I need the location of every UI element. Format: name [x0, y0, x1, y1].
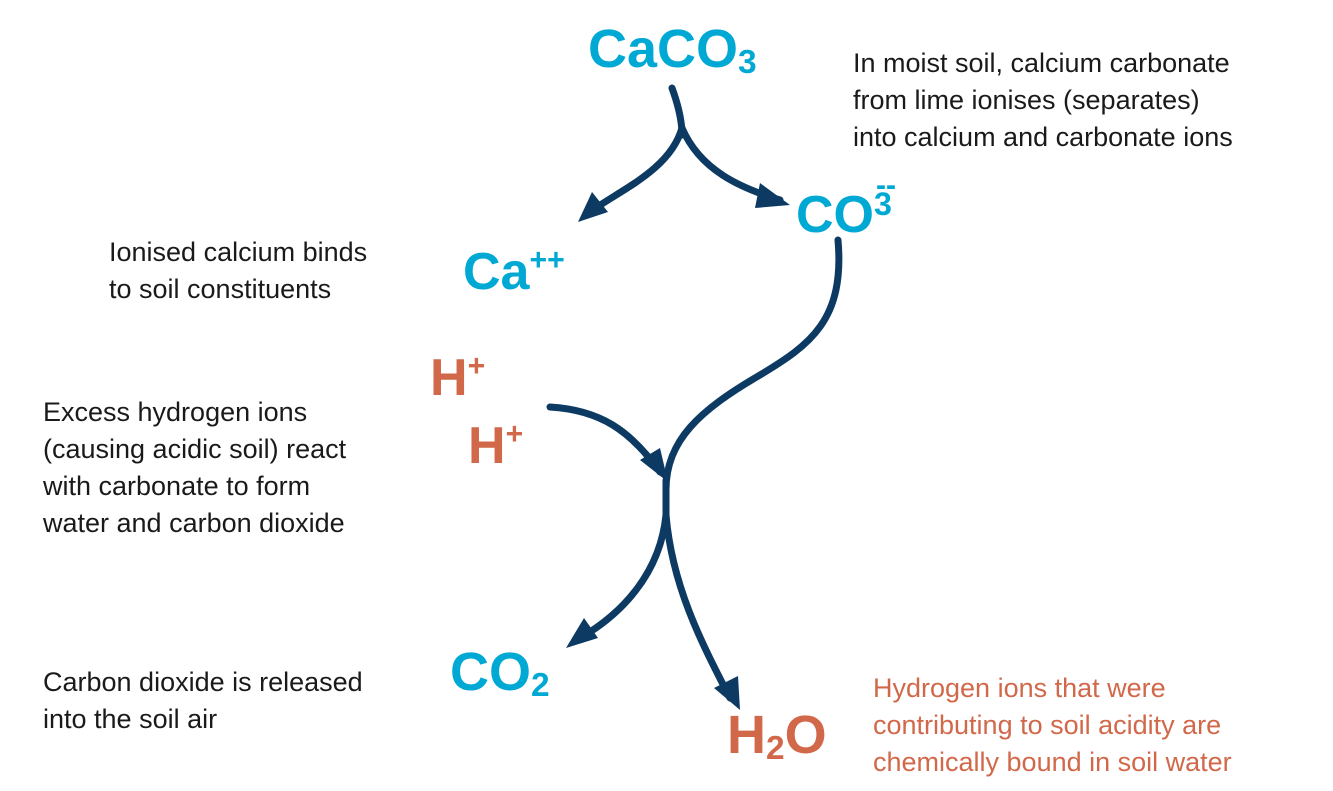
co3-ion-formula: CO--3	[796, 168, 897, 244]
note-ionisation: In moist soil, calcium carbonate from li…	[853, 48, 1233, 152]
arrow-to-ca	[586, 124, 686, 216]
hydrogen-ion-2: H+	[468, 417, 524, 475]
arrowhead-co2	[566, 618, 598, 648]
arrowhead-ca	[578, 192, 608, 222]
arrow-to-co2	[576, 511, 670, 642]
note-co2-release: Carbon dioxide is released into the soil…	[43, 667, 363, 734]
calcium-ion-formula: Ca++	[463, 243, 565, 301]
caco3-formula: CaCO3	[588, 19, 757, 82]
co2-formula: CO2	[450, 642, 550, 705]
co3-to-junction-curve	[662, 236, 843, 494]
hydrogen-ion-1: H+	[430, 349, 486, 407]
arrow-to-h2o	[662, 511, 734, 702]
note-water-binding: Hydrogen ions that were contributing to …	[873, 673, 1232, 777]
arrowhead-hydrogen	[640, 448, 668, 482]
note-hydrogen-reaction: Excess hydrogen ions (causing acidic soi…	[43, 397, 347, 538]
water-formula: H2O	[727, 705, 827, 768]
arrowhead-co3	[755, 183, 790, 208]
note-calcium-binding: Ionised calcium binds to soil constituen…	[109, 237, 368, 304]
arrowhead-h2o	[714, 676, 740, 710]
